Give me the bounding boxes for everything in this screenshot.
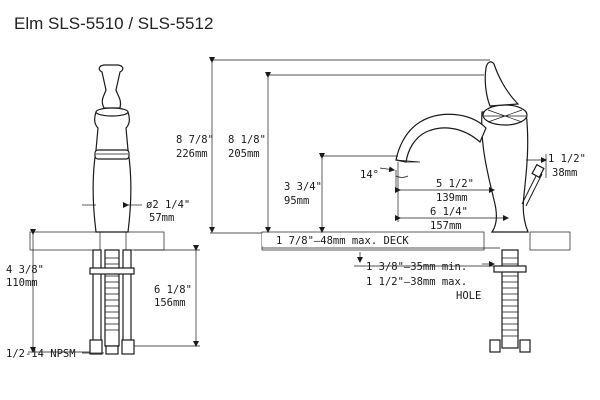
front-view: ø2 1/4" 57mm 4 3/8" 110mm 6 1/8" 156mm 1… <box>6 64 200 360</box>
front-handle <box>98 64 124 109</box>
spout-diameter-mm-label: 57mm <box>149 212 174 224</box>
overall-height-label: 8 7/8" <box>176 134 214 146</box>
body-height-label: 8 1/8" <box>228 134 266 146</box>
under-deck-height-mm-label: 110mm <box>6 277 38 289</box>
spout-angle-label: 14° <box>360 169 379 181</box>
front-shank <box>104 249 120 347</box>
hole-min-label: 1 3/8"—35mm min. <box>366 261 467 273</box>
side-shank <box>501 249 519 349</box>
spout-clearance-label: 3 3/4" <box>284 181 322 193</box>
front-aerator <box>94 149 130 160</box>
hole-max-label: 1 1/2"—38mm max. <box>366 276 467 288</box>
under-deck-height-label: 4 3/8" <box>6 264 44 276</box>
side-handle-collar <box>482 104 528 126</box>
side-deck-right <box>529 231 571 251</box>
deck-thickness-label: 1 7/8"—48mm max. DECK <box>276 235 409 247</box>
front-mounting-nut <box>89 267 135 275</box>
body-height-mm-label: 205mm <box>228 148 260 160</box>
pop-up-rod <box>521 171 539 205</box>
drawing-title: Elm SLS-5510 / SLS-5512 <box>14 14 213 33</box>
side-spout <box>395 113 487 163</box>
spout-reach-1-mm-label: 139mm <box>436 192 468 204</box>
side-view: 8 7/8" 226mm 8 1/8" 205mm 3 3/4" 95mm 14… <box>176 57 586 353</box>
spout-reach-2-label: 6 1/4" <box>430 206 468 218</box>
front-body-collar <box>95 107 129 117</box>
pop-up-offset-label: 1 1/2" <box>548 153 586 165</box>
spout-diameter-label: ø2 1/4" <box>146 199 190 211</box>
spout-reach-2-mm-label: 157mm <box>430 220 462 232</box>
side-lever-handle <box>484 61 520 107</box>
overall-height-mm-label: 226mm <box>176 148 208 160</box>
side-body <box>481 111 529 233</box>
shank-length-label: 6 1/8" <box>154 284 192 296</box>
hole-label: HOLE <box>456 290 481 302</box>
pop-up-offset-mm-label: 38mm <box>552 167 577 179</box>
front-body <box>92 111 132 233</box>
shank-length-mm-label: 156mm <box>154 297 186 309</box>
front-deck-right <box>125 231 165 251</box>
front-deck-left <box>29 231 101 251</box>
side-mounting-nut <box>493 265 527 273</box>
thread-size-label: 1/2-14 NPSM <box>6 348 76 360</box>
spout-reach-1-label: 5 1/2" <box>436 178 474 190</box>
spout-clearance-mm-label: 95mm <box>284 195 309 207</box>
